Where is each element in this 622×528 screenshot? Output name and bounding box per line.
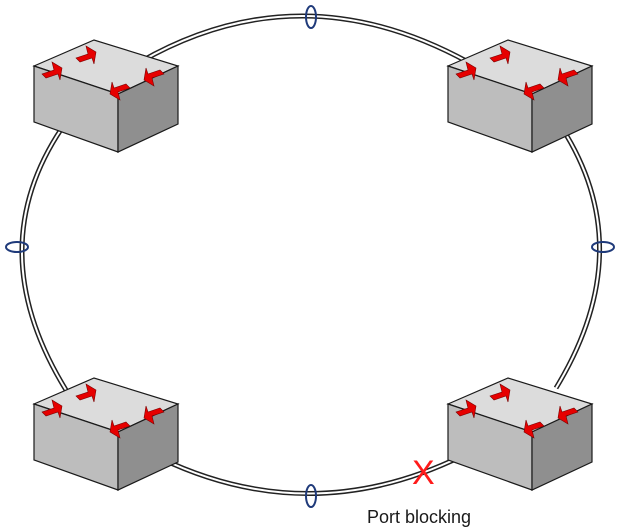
link-marker-left bbox=[5, 241, 29, 253]
blocked-port-label: Port blocking bbox=[367, 507, 471, 527]
network-switch-icon bbox=[447, 39, 593, 153]
ring-links bbox=[19, 13, 602, 496]
network-switch-icon bbox=[447, 377, 593, 491]
switch-bottom-left bbox=[33, 377, 179, 491]
switch-bottom-right bbox=[447, 377, 593, 491]
link-right bbox=[553, 126, 602, 390]
switch-top-right bbox=[447, 39, 593, 153]
blocked-port-marker: X bbox=[412, 454, 435, 492]
network-switch-icon bbox=[33, 377, 179, 491]
link-marker-right bbox=[591, 241, 615, 253]
